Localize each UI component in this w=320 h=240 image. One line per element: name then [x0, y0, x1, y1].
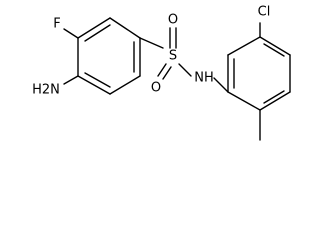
chlorine-label: Cl: [258, 5, 271, 20]
bond-c-s: [139, 37, 164, 49]
double-bond-inner: [263, 43, 285, 57]
oxygen-top-label: O: [168, 13, 178, 28]
left-benzene-ring: [77, 17, 141, 95]
bond: [227, 36, 261, 56]
bond-s-n: [178, 63, 192, 77]
bond-s-o-bottom: [157, 63, 167, 77]
bond: [77, 75, 111, 95]
fluorine-label: F: [53, 17, 60, 32]
double-bond-inner: [263, 90, 285, 104]
bond: [259, 36, 291, 56]
bond-s-o-bottom: [162, 66, 172, 80]
bond: [109, 75, 141, 95]
bond-c-f: [63, 28, 79, 39]
bond-n-c: [213, 77, 229, 93]
bond-c-nh2: [63, 75, 79, 85]
molecule-structure: F H2N S O O NH Cl: [32, 5, 291, 141]
bond: [259, 91, 291, 111]
right-benzene-ring: [227, 36, 291, 111]
double-bond-inner: [84, 24, 111, 42]
oxygen-bottom-label: O: [151, 81, 161, 96]
bond: [77, 17, 111, 39]
amino-group-label: H2N: [32, 83, 60, 98]
bond: [109, 17, 141, 39]
nh-label: NH: [194, 71, 214, 86]
sulfur-label: S: [169, 49, 177, 64]
bond: [227, 91, 261, 111]
double-bond-inner: [84, 72, 111, 88]
